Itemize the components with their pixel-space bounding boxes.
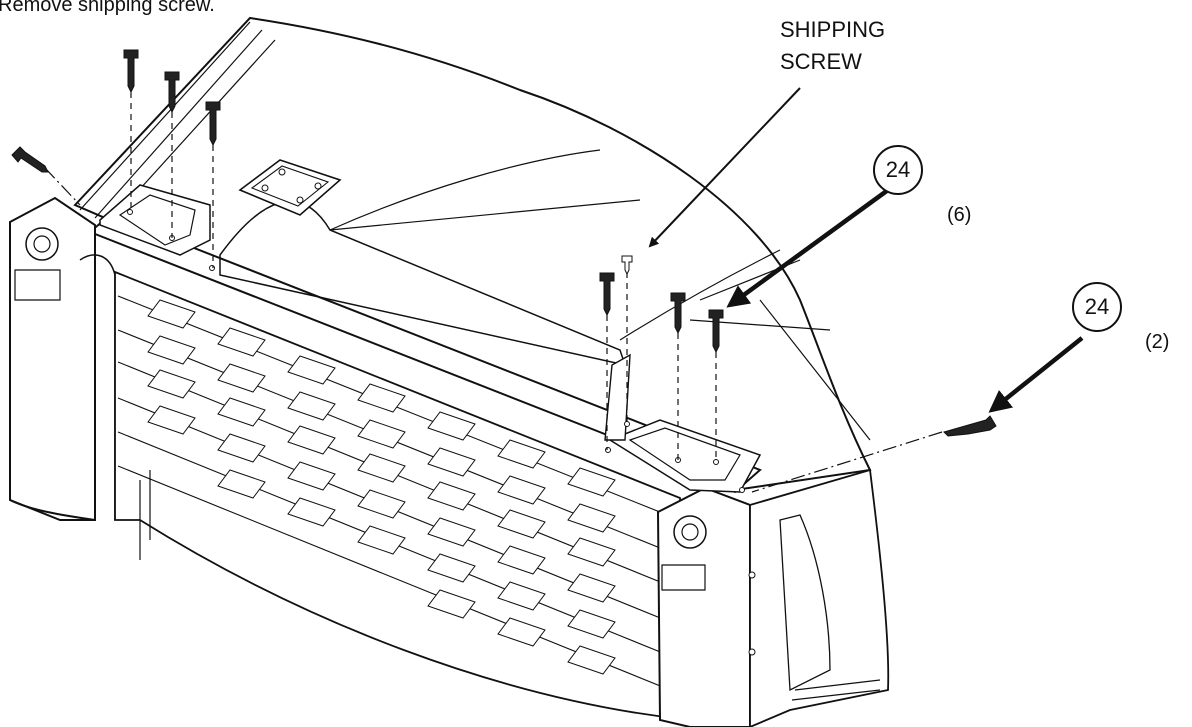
shipping-screw-leader — [648, 87, 801, 248]
lid-center-rib — [619, 249, 781, 341]
right-side-panel — [749, 468, 890, 727]
shipping-screw-label-line2: SCREW — [780, 49, 862, 74]
screw-icon — [123, 49, 724, 354]
instruction-text: Remove shipping screw. — [0, 0, 215, 16]
right-corner-bracket — [608, 419, 762, 493]
hinge-icon — [238, 159, 342, 216]
part-balloon-1: 24 — [873, 145, 923, 195]
lid-outline — [73, 16, 872, 492]
shipping-screw — [621, 255, 633, 276]
angled-screw-left — [11, 146, 49, 173]
angled-screw-right — [943, 415, 997, 437]
quantity-label-1: (6) — [947, 204, 972, 226]
shipping-screw-label-line1: SHIPPING — [780, 17, 886, 42]
leader-arrow-icon — [726, 188, 890, 308]
lid-ridge-line — [329, 149, 641, 231]
shipping-screw-label: SHIPPING SCREW — [780, 14, 885, 78]
insertion-guides — [130, 92, 717, 462]
louver-slots — [147, 299, 616, 675]
part-balloon-2: 24 — [1072, 282, 1122, 332]
leader-arrow-right — [988, 336, 1084, 413]
quantity-label-2: (2) — [1145, 331, 1170, 353]
